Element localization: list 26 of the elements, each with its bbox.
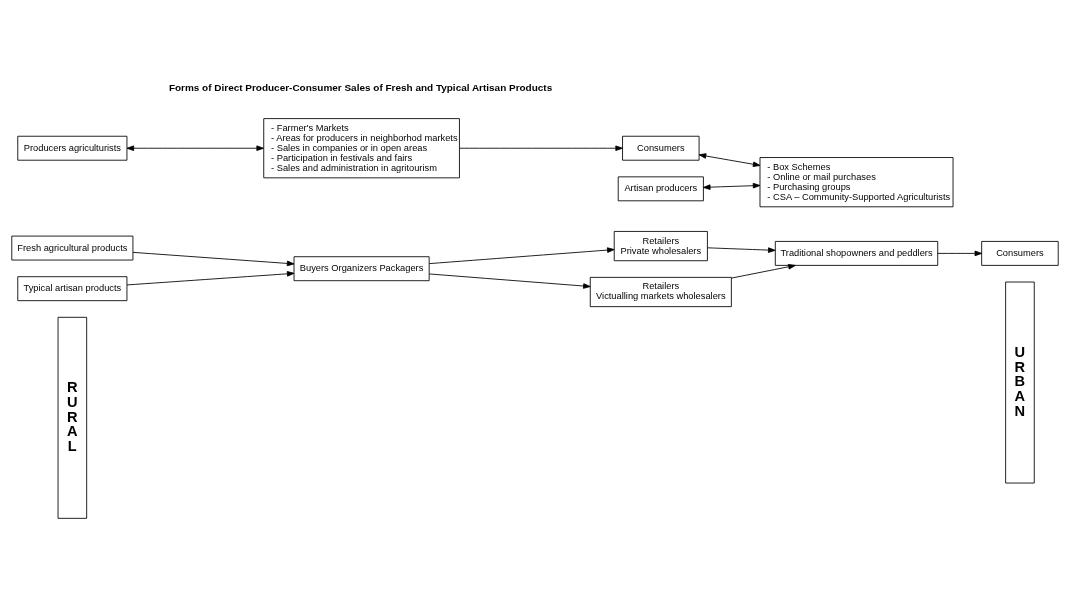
node-box: Buyers Organizers Packagers [293, 255, 430, 281]
arrow [707, 246, 776, 253]
node-box: Retailers Private wholesalers [613, 230, 708, 261]
node-box: Artisan producers [617, 175, 704, 201]
arrow [126, 270, 295, 285]
arrow [730, 263, 796, 279]
node-box: U R B A N [1005, 281, 1035, 483]
node-box: Fresh agricultural products [11, 235, 134, 260]
arrow [428, 273, 591, 289]
arrow [126, 144, 264, 151]
label: Forms of Direct Producer-Consumer Sales of Fresh and Typical Artisan Products [168, 81, 553, 93]
node-box: Typical artisan products [17, 275, 128, 301]
arrow [698, 152, 761, 167]
node-box: Consumers [622, 135, 700, 161]
arrow [937, 250, 983, 256]
arrow [459, 144, 623, 151]
node-box: - Farmer's Markets - Areas for producers in neighborhod markets - Sales in companies or in open areas - Participation in festivals and fairs - Sales and administration in agritourism [263, 117, 460, 178]
node-box: Producers agriculturists [17, 135, 128, 161]
arrow [132, 251, 295, 266]
node-box: Retailers Victualling markets wholesalers [589, 276, 732, 307]
node-box: Consumers [981, 240, 1059, 266]
node-box: Traditional shopowners and peddlers [774, 240, 939, 266]
arrow [702, 182, 761, 190]
node-box: R U R A L [57, 316, 88, 519]
arrow [428, 246, 615, 264]
node-box: - Box Schemes - Online or mail purchases - Purchasing groups - CSA – Community-Supported Agriculturists [759, 156, 954, 207]
